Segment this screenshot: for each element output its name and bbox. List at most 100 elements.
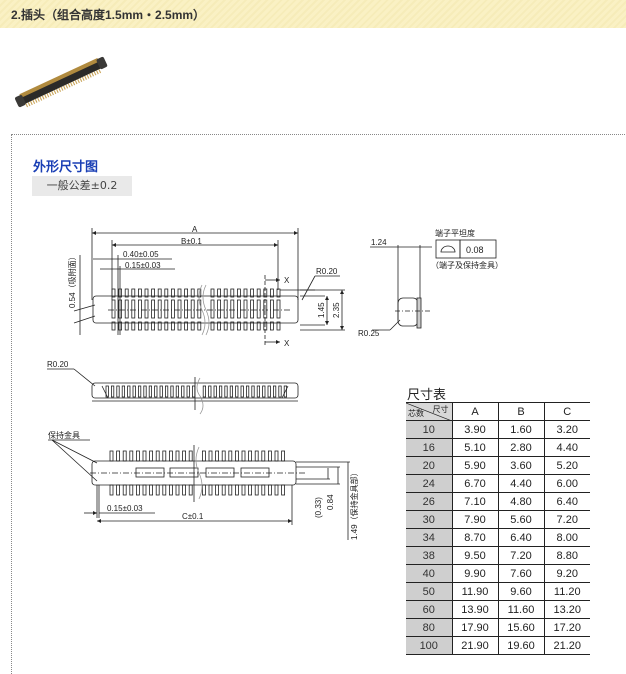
- terminal-pin: [274, 450, 279, 462]
- terminal-pin: [213, 385, 217, 398]
- terminal-pin: [267, 385, 271, 398]
- label-radius-side: R0.25: [358, 329, 380, 338]
- terminal-pin: [170, 385, 174, 398]
- terminal-pin: [254, 484, 259, 496]
- value-b-cell: 15.60: [498, 618, 545, 637]
- terminal-pin: [157, 299, 162, 319]
- table-header-row: 尺寸 芯数 A B C: [406, 402, 590, 421]
- terminal-pin: [184, 321, 189, 331]
- photo-pin: [41, 95, 45, 100]
- terminal-pin: [177, 288, 182, 298]
- terminal-pin: [208, 385, 212, 398]
- terminal-pin: [144, 321, 149, 331]
- value-a-cell: 8.70: [452, 528, 499, 547]
- corner-label-pins: 芯数: [408, 409, 424, 418]
- value-b-cell: 3.60: [498, 456, 545, 475]
- header-title: 2.插头（组合高度1.5mm・2.5mm）: [11, 8, 206, 22]
- terminal-pin: [186, 385, 190, 398]
- terminal-pin: [276, 288, 281, 298]
- photo-pin: [53, 90, 57, 95]
- photo-pin: [98, 69, 102, 74]
- photo-pin: [67, 83, 71, 88]
- photo-pin: [79, 77, 83, 83]
- value-b-cell: 1.60: [498, 420, 545, 439]
- terminal-pin: [162, 484, 167, 496]
- pin-count-cell: 60: [406, 600, 453, 619]
- label-section-bottom: X: [284, 339, 290, 348]
- pin-count-cell: 30: [406, 510, 453, 529]
- value-c-cell: 9.20: [544, 564, 590, 583]
- terminal-pin: [164, 321, 169, 331]
- terminal-pin: [131, 321, 136, 331]
- terminal-pin: [116, 450, 120, 462]
- label-dim-b: B±0.1: [181, 237, 202, 246]
- pin-count-cell: 24: [406, 474, 453, 493]
- value-a-cell: 7.10: [452, 492, 499, 511]
- terminal-pin: [221, 450, 226, 462]
- terminal-pin: [191, 385, 196, 398]
- label-section-top: X: [284, 276, 290, 285]
- terminal-pin: [256, 288, 261, 298]
- terminal-pin: [256, 299, 261, 319]
- product-photo: [15, 56, 108, 108]
- terminal-pin: [215, 450, 220, 462]
- terminal-pin: [234, 484, 239, 496]
- terminal-pin: [229, 385, 233, 398]
- terminal-pin: [228, 484, 233, 496]
- terminal-pin: [240, 385, 244, 398]
- terminal-pin: [250, 321, 255, 331]
- terminal-pin: [188, 450, 193, 462]
- terminal-pin: [236, 299, 241, 319]
- photo-pin: [77, 79, 80, 84]
- value-a-cell: 5.90: [452, 456, 499, 475]
- dimension-table-title: 尺寸表: [407, 388, 447, 403]
- terminal-pin: [111, 385, 115, 398]
- terminal-pin: [188, 484, 193, 496]
- terminal-pin: [217, 288, 222, 298]
- terminal-pin: [121, 385, 125, 398]
- value-c-cell: 6.40: [544, 492, 590, 511]
- terminal-pin: [281, 484, 286, 496]
- value-a-cell: 17.90: [452, 618, 499, 637]
- photo-pin: [88, 73, 92, 78]
- photo-pin: [60, 86, 64, 91]
- photo-pin: [81, 76, 85, 81]
- terminal-pin: [168, 450, 173, 462]
- terminal-pin: [278, 385, 282, 398]
- terminal-pin: [250, 299, 255, 319]
- terminal-pin: [241, 450, 246, 462]
- terminal-pin: [148, 385, 152, 398]
- terminal-pin: [137, 385, 142, 398]
- terminal-pin: [267, 450, 272, 462]
- label-flatness-note: （端子及保持金具）: [431, 260, 503, 270]
- terminal-pin: [131, 288, 136, 298]
- value-b-cell: 9.60: [498, 582, 545, 601]
- terminal-pin: [267, 484, 272, 496]
- terminal-pin: [164, 288, 169, 298]
- terminal-pin: [170, 288, 175, 298]
- terminal-pin: [262, 385, 266, 398]
- terminal-pin: [182, 484, 187, 496]
- terminal-pin: [175, 450, 180, 462]
- label-pitch: 0.40±0.05: [123, 250, 159, 259]
- terminal-pin: [217, 299, 222, 319]
- terminal-pin: [122, 484, 127, 496]
- photo-pin: [74, 80, 78, 85]
- terminal-pin: [118, 288, 122, 298]
- value-c-cell: 13.20: [544, 600, 590, 619]
- terminal-pin: [164, 299, 169, 319]
- pin-count-cell: 20: [406, 456, 453, 475]
- top-view: [73, 228, 345, 345]
- photo-pin: [72, 81, 76, 86]
- photo-pin: [44, 94, 47, 99]
- value-a-cell: 21.90: [452, 636, 499, 655]
- terminal-pin: [248, 484, 253, 496]
- section-title: 外形尺寸图: [33, 160, 99, 175]
- pin-count-cell: 40: [406, 564, 453, 583]
- terminal-pin: [144, 288, 149, 298]
- value-b-cell: 4.40: [498, 474, 545, 493]
- label-dim-033: (0.33): [314, 497, 323, 518]
